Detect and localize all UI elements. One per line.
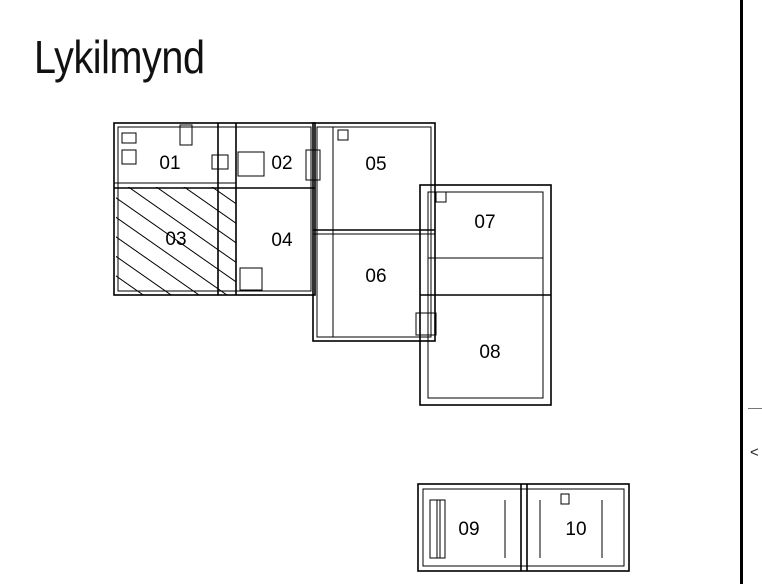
edge-mark: < bbox=[750, 444, 759, 461]
room-label-02: 02 bbox=[271, 153, 292, 174]
room-label-09: 09 bbox=[458, 519, 479, 540]
room-label-10: 10 bbox=[565, 519, 586, 540]
room-label-04: 04 bbox=[271, 230, 293, 251]
room-label-05: 05 bbox=[365, 154, 386, 175]
block-b-outline bbox=[312, 122, 436, 342]
key-map-title: Lykilmynd bbox=[34, 31, 205, 83]
room-label-06: 06 bbox=[365, 266, 386, 287]
room-01-fixture bbox=[179, 124, 193, 146]
room-label-07: 07 bbox=[474, 212, 495, 233]
block-d-outline bbox=[417, 483, 630, 572]
frame-tick-mark bbox=[748, 408, 762, 409]
frame-border-line bbox=[740, 0, 743, 584]
room-label-03: 03 bbox=[165, 229, 186, 250]
room-04-fixture bbox=[239, 267, 263, 291]
room-label-01: 01 bbox=[159, 153, 180, 174]
room-03-hatch bbox=[116, 187, 236, 295]
room-label-08: 08 bbox=[479, 342, 500, 363]
block-a-outline bbox=[113, 122, 316, 296]
